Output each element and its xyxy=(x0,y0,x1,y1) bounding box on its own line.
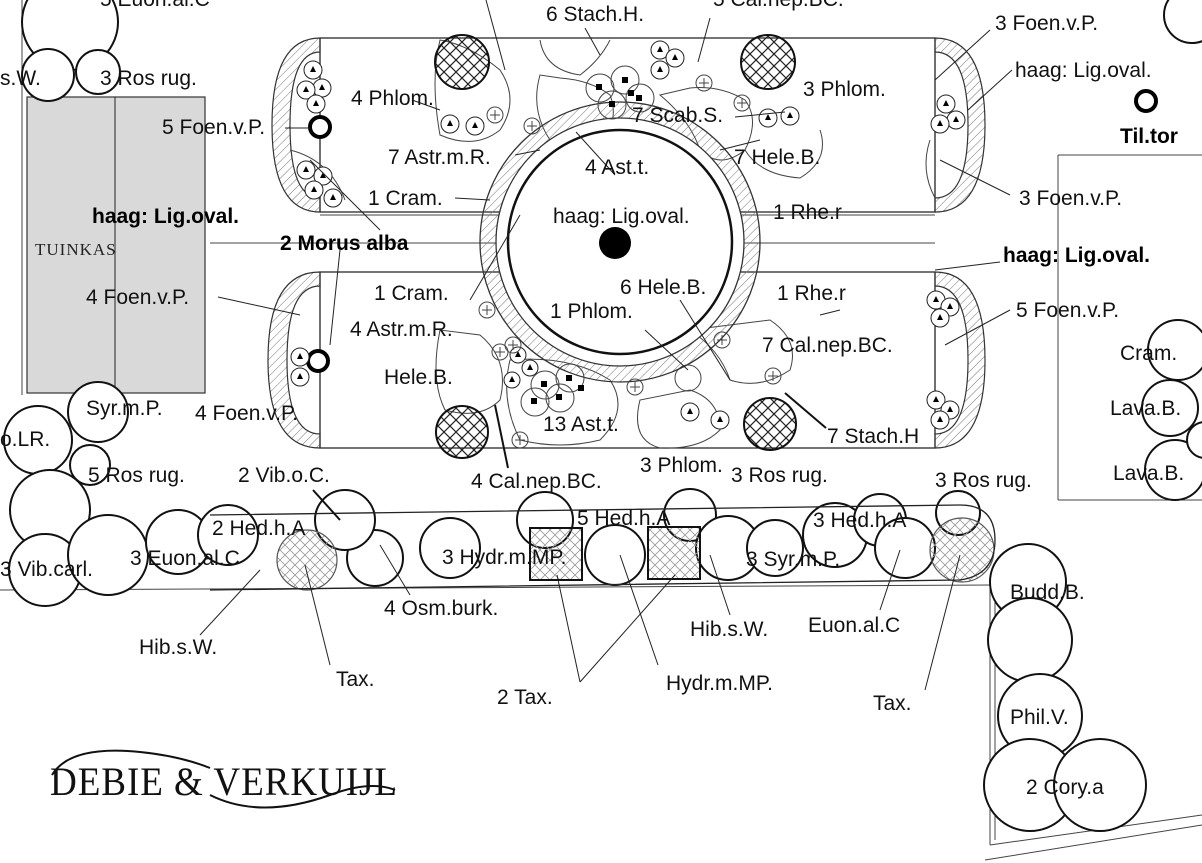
logo: DEBIE & VERKUIJL xyxy=(50,749,398,809)
greenhouse-label: TUINKAS xyxy=(35,240,117,259)
label-br-budd: Budd.B. xyxy=(1010,581,1085,604)
label-c-4astt: 4 Ast.t. xyxy=(585,156,649,179)
morus-tree-lower xyxy=(306,349,330,373)
label-b-3rosrug1: 3 Ros rug. xyxy=(731,464,828,487)
leader-lines xyxy=(217,0,1013,381)
label-r-cram: Cram. xyxy=(1120,342,1177,365)
label-b-2vib: 2 Vib.o.C. xyxy=(238,464,330,487)
label-ul-4phlom: 4 Phlom. xyxy=(351,87,434,110)
label-b-5rosrug: 5 Ros rug. xyxy=(88,464,185,487)
label-b-3euon: 3 Euon.al.C xyxy=(130,547,240,570)
label-b-3hydr: 3 Hydr.m.MP. xyxy=(442,546,566,569)
label-r-5foen: 5 Foen.v.P. xyxy=(1016,299,1119,322)
label-haag-left: haag: Lig.oval. xyxy=(92,205,239,228)
label-lr-7calnep: 7 Cal.nep.BC. xyxy=(762,334,893,357)
label-ur-7scab: 7 Scab.S. xyxy=(632,104,723,127)
label-b-tax2: Tax. xyxy=(873,692,912,715)
label-r-lava2: Lava.B. xyxy=(1113,462,1184,485)
label-morus: 2 Morus alba xyxy=(280,232,409,255)
label-br-cory: 2 Cory.a xyxy=(1026,776,1104,799)
label-r-3foen: 3 Foen.v.P. xyxy=(1019,187,1122,210)
label-l-olr: o.LR. xyxy=(0,428,50,451)
label-b-hydr: Hydr.m.MP. xyxy=(666,672,773,695)
label-b-3hed: 3 Hed.h.A xyxy=(813,509,906,532)
square-symbols xyxy=(520,65,655,417)
label-b-2hed: 2 Hed.h.A xyxy=(212,517,305,540)
label-b-3phlom: 3 Phlom. xyxy=(640,454,723,477)
label-ll-1phlom: 1 Phlom. xyxy=(550,300,633,323)
label-b-4calnep: 4 Cal.nep.BC. xyxy=(471,470,602,493)
label-top-euon: 5 Euon.al.C xyxy=(100,0,210,11)
label-lr-6heleb: 6 Hele.B. xyxy=(620,276,706,299)
tree-lower-left xyxy=(435,405,489,459)
morus-tree-upper xyxy=(308,115,332,139)
bottom-hedge xyxy=(209,504,996,591)
label-haag-center: haag: Lig.oval. xyxy=(553,205,690,228)
bottom-leaders xyxy=(199,544,961,691)
tree-upper-right xyxy=(740,34,796,90)
bold-leaders xyxy=(312,392,827,521)
label-b-hibsw1: Hib.s.W. xyxy=(139,636,217,659)
triangle-symbols xyxy=(297,46,959,422)
label-ll-4astr: 4 Astr.m.R. xyxy=(350,318,453,341)
label-b-3rosrug2: 3 Ros rug. xyxy=(935,469,1032,492)
label-l-4foen: 4 Foen.v.P. xyxy=(86,286,189,309)
label-tr-3foen: 3 Foen.v.P. xyxy=(995,12,1098,35)
label-b-3vib: 3 Vib.carl. xyxy=(0,558,93,581)
label-b-euon: Euon.al.C xyxy=(808,614,900,637)
tilia-tree xyxy=(1134,89,1158,113)
label-ur-1rher: 1 Rhe.r xyxy=(773,201,842,224)
label-lr-1rher: 1 Rhe.r xyxy=(777,282,846,305)
label-ll-1cram: 1 Cram. xyxy=(374,282,449,305)
label-b-2tax: 2 Tax. xyxy=(497,686,553,709)
taxus-1 xyxy=(276,529,338,591)
label-b-4osm: 4 Osm.burk. xyxy=(384,597,498,620)
greenhouse xyxy=(26,96,206,394)
tree-upper-left xyxy=(434,34,490,90)
label-top-6stach: 6 Stach.H. xyxy=(546,3,644,26)
shrub-circles xyxy=(3,0,1202,832)
label-ur-3phlom: 3 Phlom. xyxy=(803,78,886,101)
label-ul-5foen: 5 Foen.v.P. xyxy=(162,116,265,139)
label-ll-heleb: Hele.B. xyxy=(384,366,453,389)
label-b-5hed: 5 Hed.h.A xyxy=(577,507,670,530)
taxus-square-1 xyxy=(529,527,583,581)
upper-bed xyxy=(271,37,986,213)
label-b-3syr: 3 Syr.m.P. xyxy=(746,548,840,571)
tree-lower-right xyxy=(743,397,797,451)
label-ul-1cram: 1 Cram. xyxy=(368,187,443,210)
central-tree xyxy=(599,227,631,259)
label-r-lava1: Lava.B. xyxy=(1110,397,1181,420)
label-left-sw: s.W. xyxy=(0,67,41,90)
label-tr-tiltor: Til.tor xyxy=(1120,125,1178,148)
label-left-3rosrug: 3 Ros rug. xyxy=(100,67,197,90)
label-tr-haag: haag: Lig.oval. xyxy=(1015,59,1152,82)
label-ul-7astr: 7 Astr.m.R. xyxy=(388,146,491,169)
logo-text: DEBIE & VERKUIJL xyxy=(50,759,398,804)
label-ll-13astt: 13 Ast.t. xyxy=(543,413,619,436)
plus-symbols xyxy=(478,74,782,449)
label-ll-4foen: 4 Foen.v.P. xyxy=(195,402,298,425)
plant-labels: 5 Euon.al.C 6 Stach.H. 5 Cal.nep.BC. 3 F… xyxy=(0,0,1184,799)
label-l-syrmp: Syr.m.P. xyxy=(86,397,163,420)
label-b-hibsw2: Hib.s.W. xyxy=(690,618,768,641)
label-ur-7heleb: 7 Hele.B. xyxy=(734,146,820,169)
label-haag-right: haag: Lig.oval. xyxy=(1003,244,1150,267)
label-top-5calnep: 5 Cal.nep.BC. xyxy=(713,0,844,11)
label-lr-7stach: 7 Stach.H xyxy=(827,425,919,448)
label-b-tax1: Tax. xyxy=(336,668,375,691)
taxus-square-2 xyxy=(647,526,701,580)
label-br-phil: Phil.V. xyxy=(1010,706,1069,729)
taxus-2 xyxy=(929,517,995,583)
